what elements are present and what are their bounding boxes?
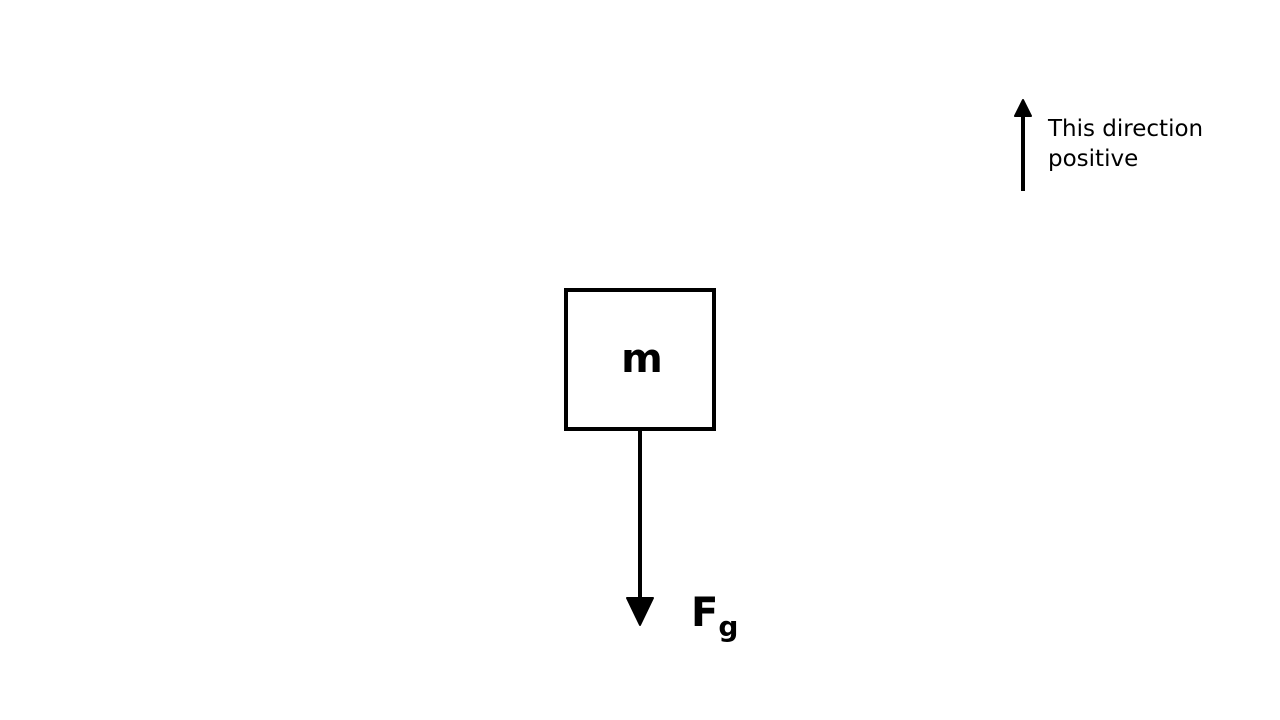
mass-block: m bbox=[564, 288, 716, 431]
force-symbol: F bbox=[691, 590, 718, 636]
gravity-arrow-head bbox=[626, 597, 654, 626]
direction-note-line1: This direction bbox=[1047, 116, 1203, 142]
mass-label: m bbox=[621, 336, 663, 382]
gravity-force-label: Fg bbox=[691, 590, 738, 643]
positive-direction-indicator: This direction positive bbox=[1014, 99, 1203, 191]
force-subscript: g bbox=[718, 610, 738, 643]
gravity-force-vector: Fg bbox=[626, 429, 738, 643]
positive-direction-arrow-head bbox=[1014, 99, 1032, 117]
direction-note-line2: positive bbox=[1048, 146, 1138, 172]
